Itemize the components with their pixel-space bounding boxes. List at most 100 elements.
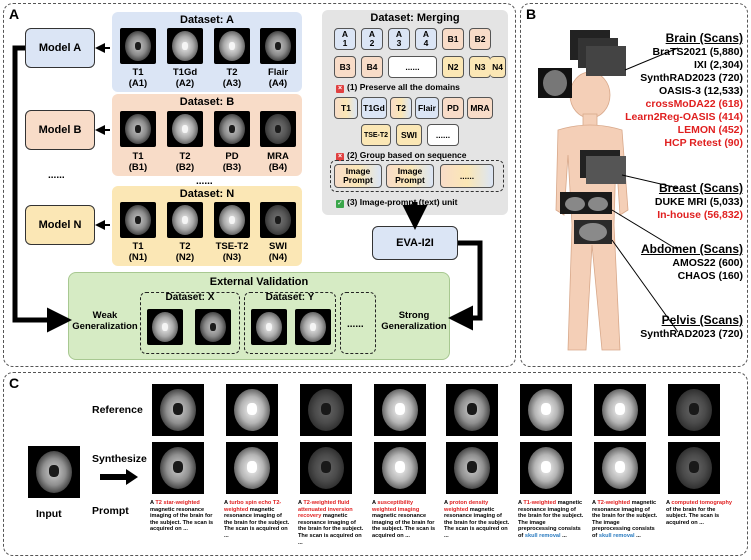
scan-n1-label: T1(N1) [128, 241, 148, 263]
prompt-text-2: A turbo spin echo T2-weighted magnetic r… [224, 500, 290, 539]
abdomen-dataset-1: AMOS22 (600) [672, 257, 743, 269]
prompt-text-8: A computed tomography of the brain for t… [666, 500, 732, 526]
dataset-b-title: Dataset: B [179, 96, 235, 108]
synth-scan-4 [374, 442, 426, 494]
synth-scan-7 [594, 442, 646, 494]
synth-scan-8 [668, 442, 720, 494]
merge-chip-n4: N4 [490, 56, 506, 78]
synth-scan-5 [446, 442, 498, 494]
merge-chip-a1: A 1 [334, 28, 356, 50]
merge-note-1: ×(1) Preserve all the domains [336, 82, 460, 93]
scan-x1 [147, 309, 183, 345]
model-b-box: Model B [25, 110, 95, 150]
eva-box: EVA-I2I [372, 226, 458, 260]
dataset-a-title: Dataset: A [180, 14, 234, 26]
synth-scan-1 [152, 442, 204, 494]
image-prompt-chip-2: Image Prompt [386, 164, 434, 188]
human-body-silhouette [538, 30, 679, 351]
datasets-ellipsis: ...... [196, 176, 213, 187]
merge-chip-t1gd: T1Gd [361, 97, 387, 119]
merge-chip-b3: B3 [334, 56, 356, 78]
scan-a3 [214, 28, 250, 64]
dataset-x-box: Dataset: X [140, 292, 240, 354]
abdomen-dataset-2: CHAOS (160) [677, 270, 743, 282]
merge-chip-mra: MRA [467, 97, 493, 119]
scan-b4-label: MRA(B4) [267, 151, 289, 173]
synth-scan-2 [226, 442, 278, 494]
prompt-text-1: A T2 star-weighted magnetic resonance im… [150, 500, 214, 533]
scan-n4-label: SWI(N4) [268, 241, 288, 263]
scan-a1-label: T1(A1) [128, 67, 148, 89]
reference-scan-4 [374, 384, 426, 436]
input-label: Input [36, 508, 62, 520]
image-prompt-chip-3: ...... [440, 164, 494, 188]
dataset-more-ellipsis: ...... [347, 319, 364, 330]
merge-chip-ellipsis: ...... [388, 56, 437, 78]
scan-b2 [167, 111, 203, 147]
brain-dataset-7: LEMON (452) [677, 124, 743, 136]
brain-dataset-3: SynthRAD2023 (720) [640, 72, 743, 84]
panel-b [520, 3, 748, 367]
dataset-y-box: Dataset: Y [244, 292, 336, 354]
prompt-text-6: A T1-weighted magnetic resonance imaging… [518, 500, 584, 539]
image-prompt-group [330, 160, 504, 192]
model-b-label: Model B [38, 124, 82, 136]
merge-chip-t2: T2 [390, 97, 412, 119]
dataset-b-box: Dataset: B T1(B1) T2(B2) PD(B3) MRA(B4) [112, 94, 302, 176]
merge-chip-swi: SWI [396, 124, 422, 146]
merge-chip-flair: Flair [415, 97, 439, 119]
merge-chip-a3: A 3 [388, 28, 410, 50]
merge-chip-a2: A 2 [361, 28, 383, 50]
merge-note-3: ✓(3) Image-prompt (text) unit [336, 197, 458, 208]
input-scan [28, 446, 80, 498]
synth-scan-3 [300, 442, 352, 494]
reference-scan-1 [152, 384, 204, 436]
scan-a2-label: T1Gd(A2) [172, 67, 198, 89]
dataset-y-title: Dataset: Y [265, 292, 315, 303]
merge-chip-n2: N2 [442, 56, 464, 78]
scan-n3-label: TSE-T2(N3) [215, 241, 249, 263]
prompt-text-7: A T2-weighted magnetic resonance imaging… [592, 500, 658, 539]
prompt-text-5: A proton density weighted magnetic reson… [444, 500, 510, 539]
scan-y1 [251, 309, 287, 345]
x-mark-icon: × [336, 85, 344, 93]
scan-a4-label: Flair(A4) [267, 67, 289, 89]
model-n-label: Model N [38, 219, 82, 231]
reference-scan-5 [446, 384, 498, 436]
strong-generalization: Strong Generalization [381, 310, 447, 332]
breast-dataset-1: DUKE MRI (5,033) [654, 196, 743, 208]
check-mark-icon: ✓ [336, 200, 344, 208]
validation-title: External Validation [209, 276, 309, 288]
merge-chip-t1: T1 [334, 97, 358, 119]
reference-label: Reference [92, 404, 143, 416]
scan-n2-label: T2(N2) [175, 241, 195, 263]
reference-scan-3 [300, 384, 352, 436]
scan-b3 [214, 111, 250, 147]
scan-n3 [214, 202, 250, 238]
breast-heading: Breast (Scans) [658, 181, 743, 195]
brain-heading: Brain (Scans) [665, 31, 743, 45]
scan-a1 [120, 28, 156, 64]
dataset-x-title: Dataset: X [165, 292, 215, 303]
scan-b1 [120, 111, 156, 147]
merge-chip-b1: B1 [442, 28, 464, 50]
panel-a [3, 3, 516, 367]
brain-dataset-8: HCP Retest (90) [664, 137, 743, 149]
merge-chip-b2: B2 [469, 28, 491, 50]
prompt-label: Prompt [92, 505, 129, 517]
scan-b4 [260, 111, 296, 147]
panel-a-arrows [12, 43, 483, 333]
weak-generalization: Weak Generalization [72, 310, 138, 332]
reference-scan-6 [520, 384, 572, 436]
reference-scan-8 [668, 384, 720, 436]
scan-x2 [195, 309, 231, 345]
scan-b2-label: T2(B2) [175, 151, 195, 173]
brain-dataset-5: crossMoDA22 (618) [645, 98, 743, 110]
prompt-text-4: A susceptibility weighted imaging magnet… [372, 500, 436, 539]
reference-scan-7 [594, 384, 646, 436]
dataset-more-box: ...... [340, 292, 376, 354]
reference-scan-2 [226, 384, 278, 436]
scan-b3-label: PD(B3) [222, 151, 242, 173]
models-ellipsis: ...... [48, 170, 65, 181]
prompt-text-3: A T2-weighted fluid attenuated inversion… [298, 500, 364, 546]
